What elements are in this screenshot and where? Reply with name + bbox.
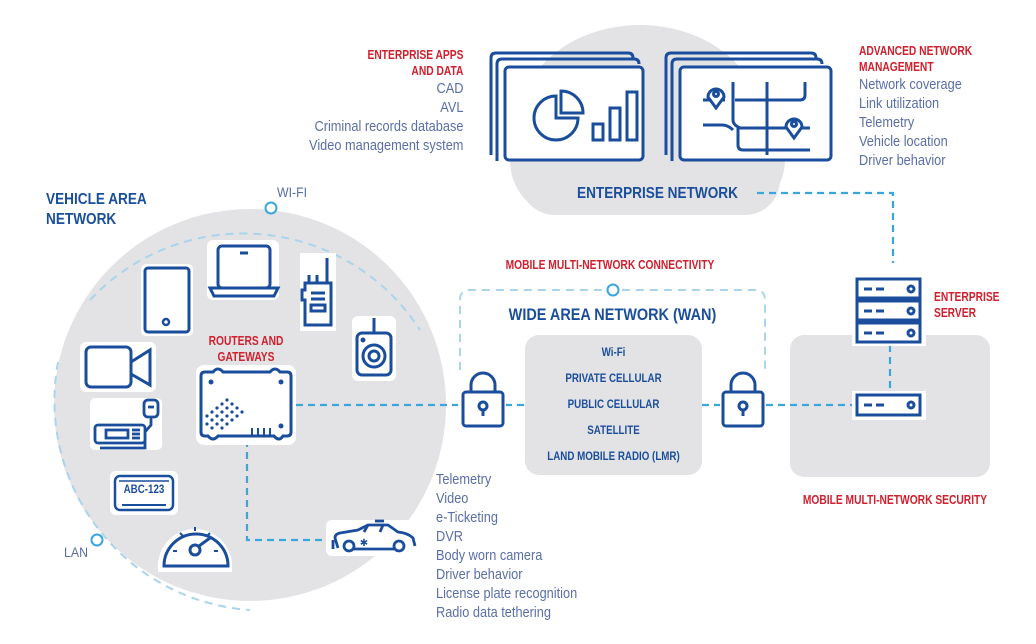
advanced-network-item: Telemetry bbox=[859, 115, 915, 131]
routers-gateways-label: ROUTERS AND GATEWAYS bbox=[205, 333, 287, 365]
license-plate-icon bbox=[110, 471, 178, 515]
speedometer-icon bbox=[158, 527, 232, 572]
advanced-network-item: Link utilization bbox=[859, 96, 940, 112]
advanced-network-item: Vehicle location bbox=[859, 134, 948, 150]
enterprise-apps-item: CAD bbox=[436, 81, 463, 97]
enterprise-apps-section: ENTERPRISE APPS AND DATA CAD AVL Crimina… bbox=[288, 47, 463, 156]
enterprise-server-line1: ENTERPRISE bbox=[934, 290, 1000, 304]
wan-items: Wi-Fi PRIVATE CELLULAR PUBLIC CELLULAR S… bbox=[525, 347, 702, 464]
security-gateway-icon bbox=[852, 391, 926, 420]
wan-item: SATELLITE bbox=[587, 425, 640, 437]
lan-label: LAN bbox=[64, 544, 88, 560]
vehicle-app-item: DVR bbox=[436, 529, 463, 545]
vehicle-app-item: Driver behavior bbox=[436, 567, 523, 583]
mobile-radio-icon bbox=[90, 398, 162, 450]
enterprise-apps-item: Video management system bbox=[308, 138, 463, 154]
wan-item: PRIVATE CELLULAR bbox=[565, 373, 662, 385]
advanced-network-title: ADVANCED NETWORK MANAGEMENT bbox=[859, 43, 972, 75]
enterprise-server-line2: SERVER bbox=[934, 306, 976, 320]
tablet-icon bbox=[141, 264, 193, 336]
advanced-network-item: Network coverage bbox=[859, 77, 962, 93]
router-gateway-icon bbox=[196, 365, 296, 445]
lock-icon-right bbox=[720, 370, 766, 432]
advanced-network-list: Network coverage Link utilization Teleme… bbox=[859, 76, 980, 171]
wifi-label: WI-FI bbox=[277, 184, 308, 200]
wan-node-icon bbox=[606, 283, 620, 297]
wan-title: WIDE AREA NETWORK (WAN) bbox=[508, 305, 717, 324]
lan-node-icon bbox=[90, 533, 104, 547]
enterprise-apps-title-line2: AND DATA bbox=[410, 64, 463, 78]
routers-label-line2: GATEWAYS bbox=[217, 350, 275, 364]
lock-icon-left bbox=[460, 370, 506, 432]
wan-item: LAND MOBILE RADIO (LMR) bbox=[547, 451, 680, 463]
advanced-network-item: Driver behavior bbox=[859, 153, 946, 169]
video-camera-icon bbox=[80, 342, 156, 392]
handheld-radio-icon bbox=[300, 253, 336, 331]
connector-router-car bbox=[245, 440, 328, 542]
map-screen-icon bbox=[664, 51, 833, 162]
security-label: MOBILE MULTI-NETWORK SECURITY bbox=[802, 493, 988, 507]
wifi-node-icon bbox=[264, 201, 278, 215]
vehicle-app-item: Video bbox=[436, 491, 469, 507]
wan-item: Wi-Fi bbox=[601, 347, 626, 359]
police-car-icon: ✱ bbox=[326, 519, 418, 556]
vehicle-app-item: e-Ticketing bbox=[436, 510, 498, 526]
wan-item: PUBLIC CELLULAR bbox=[567, 399, 660, 411]
vehicle-apps-list: Telemetry Video e-Ticketing DVR Body wor… bbox=[436, 471, 577, 623]
vehicle-app-item: Telemetry bbox=[436, 472, 492, 488]
enterprise-apps-item: Criminal records database bbox=[314, 119, 463, 135]
enterprise-apps-title-line1: ENTERPRISE APPS bbox=[367, 48, 463, 62]
dash-camera-icon bbox=[352, 316, 396, 381]
enterprise-apps-list: CAD AVL Criminal records database Video … bbox=[309, 80, 463, 156]
connectivity-label: MOBILE MULTI-NETWORK CONNECTIVITY bbox=[505, 258, 715, 272]
advanced-network-section: ADVANCED NETWORK MANAGEMENT Network cove… bbox=[859, 43, 997, 171]
enterprise-server-icon bbox=[852, 274, 926, 346]
wifi-arc bbox=[89, 232, 421, 331]
vehicle-area-title-line1: VEHICLE AREA bbox=[46, 191, 147, 208]
advanced-network-title-line2: MANAGEMENT bbox=[859, 60, 934, 74]
laptop-icon bbox=[207, 240, 281, 300]
advanced-network-title-line1: ADVANCED NETWORK bbox=[859, 44, 973, 58]
enterprise-apps-item: AVL bbox=[439, 100, 463, 116]
vehicle-area-title-line2: NETWORK bbox=[46, 211, 117, 228]
wan-box bbox=[525, 335, 702, 475]
vehicle-app-item: Body worn camera bbox=[436, 548, 543, 564]
license-plate-text: ABC-123 bbox=[123, 484, 165, 496]
vehicle-app-item: Radio data tethering bbox=[436, 605, 551, 621]
connector-enterprise-server bbox=[757, 191, 895, 263]
enterprise-apps-title: ENTERPRISE APPS AND DATA bbox=[319, 47, 463, 79]
analytics-screen-icon bbox=[489, 51, 645, 162]
vehicle-app-item: License plate recognition bbox=[436, 586, 578, 602]
connectors bbox=[245, 191, 895, 542]
vehicle-area-title: VEHICLE AREA NETWORK bbox=[46, 190, 147, 230]
svg-text:✱: ✱ bbox=[360, 538, 368, 549]
enterprise-server-label: ENTERPRISE SERVER bbox=[934, 289, 1000, 321]
enterprise-network-label: ENTERPRISE NETWORK bbox=[577, 185, 738, 202]
routers-label-line1: ROUTERS AND bbox=[208, 334, 284, 348]
